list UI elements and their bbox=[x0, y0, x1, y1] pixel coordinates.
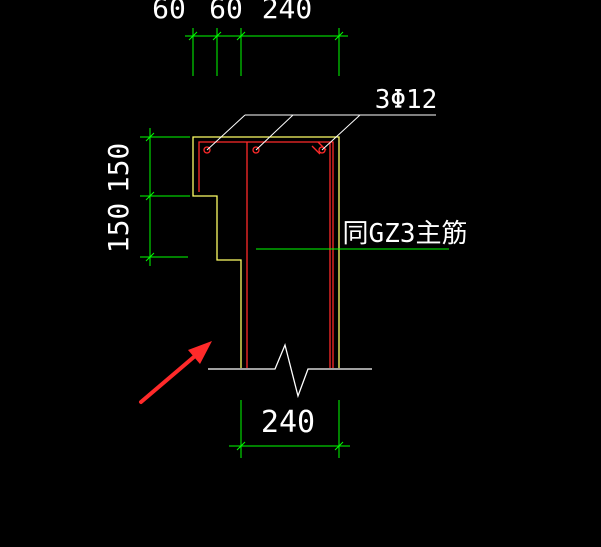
red-pointer-arrow bbox=[139, 341, 212, 404]
top-dimension-chain bbox=[185, 28, 348, 76]
main-rebar-label: 同GZ3主筋 bbox=[343, 219, 468, 249]
rebar-cage bbox=[198, 141, 334, 368]
top-dim-1: 60 bbox=[152, 0, 186, 25]
top-dim-3: 240 bbox=[262, 0, 313, 25]
left-dimension-chain bbox=[140, 128, 190, 266]
bottom-dim: 240 bbox=[261, 405, 315, 440]
top-dim-2: 60 bbox=[209, 0, 243, 25]
break-line bbox=[208, 342, 372, 399]
left-dim-upper: 150 bbox=[102, 143, 135, 194]
rebar-label: 3Φ12 bbox=[375, 85, 438, 115]
bottom-dimension-chain bbox=[229, 400, 350, 458]
left-dim-lower: 150 bbox=[102, 203, 135, 254]
concrete-outline bbox=[192, 136, 340, 368]
rebar-leader-lines bbox=[206, 114, 436, 151]
rebar-dots bbox=[203, 146, 326, 154]
